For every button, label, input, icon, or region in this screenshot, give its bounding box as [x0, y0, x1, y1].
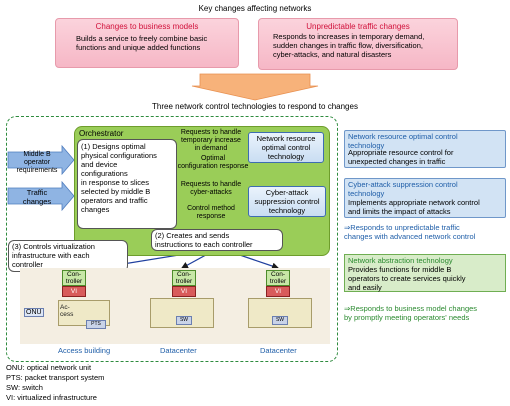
note-traffic: ⇒Responds to unpredictable traffic chang…	[344, 223, 476, 241]
onu-label: ONU	[24, 308, 44, 317]
side-abstraction: Network abstraction technology Provides …	[344, 254, 506, 292]
legend-sw: SW: switch	[6, 383, 43, 392]
vi-dc2: VI	[266, 286, 290, 297]
step3-box: (3) Controls virtualization infrastructu…	[8, 240, 128, 272]
changes-business-box: Changes to business models Builds a serv…	[55, 18, 239, 68]
request-temporary-demand: Requests to handle temporary increase in…	[180, 129, 242, 152]
tech-resource-box: Network resource optimal control technol…	[248, 132, 324, 163]
side-cyber: Cyber-attack suppression control technol…	[344, 178, 506, 218]
side-cyber-title: Cyber-attack suppression control technol…	[348, 180, 458, 198]
vi-dc1: VI	[172, 286, 196, 297]
pts-label: PTS	[86, 320, 106, 329]
changes-business-body: Builds a service to freely combine basic…	[76, 34, 208, 52]
controller-access: Con- troller	[62, 270, 86, 286]
page-title: Key changes affecting networks	[198, 4, 312, 13]
changes-traffic-box: Unpredictable traffic changes Responds t…	[258, 18, 458, 70]
input-arrow-traffic	[7, 180, 75, 212]
legend-pts: PTS: packet transport system	[6, 373, 105, 382]
changes-business-title: Changes to business models	[95, 22, 199, 31]
controller-dc2: Con- troller	[266, 270, 290, 286]
changes-traffic-body: Responds to increases in temporary deman…	[273, 32, 425, 59]
input-middle-b-label: Middle B operator requirements	[16, 151, 58, 174]
switch-dc2: SW	[272, 316, 288, 325]
site-label-access: Access building	[58, 346, 111, 355]
legend-vi: VI: virtualized infrastructure	[6, 393, 97, 402]
control-method-response: Control method response	[187, 205, 235, 220]
side-resource-title: Network resource optimal control technol…	[348, 132, 458, 150]
vi-access: VI	[62, 286, 86, 297]
orchestrator-step1: (1) Designs optimal physical configurati…	[77, 139, 177, 229]
side-resource-body: Appropriate resource control for unexpec…	[348, 148, 454, 166]
side-abstraction-body: Provides functions for middle B operator…	[348, 265, 466, 292]
access-host	[58, 300, 110, 326]
section-title: Three network control technologies to re…	[152, 102, 358, 111]
access-label: Ac- cess	[60, 304, 74, 318]
side-resource: Network resource optimal control technol…	[344, 130, 506, 168]
site-label-dc1: Datacenter	[160, 346, 197, 355]
switch-dc1: SW	[176, 316, 192, 325]
changes-traffic-title: Unpredictable traffic changes	[306, 22, 410, 31]
flow-down-arrow	[191, 73, 319, 101]
legend-onu: ONU: optical network unit	[6, 363, 92, 372]
request-cyber-attacks: Requests to handle cyber-attacks	[180, 181, 242, 196]
system-boundary	[6, 116, 338, 362]
tech-cyber-box: Cyber-attack suppression control technol…	[248, 186, 326, 217]
site-label-dc2: Datacenter	[260, 346, 297, 355]
controller-dc1: Con- troller	[172, 270, 196, 286]
side-cyber-body: Implements appropriate network control a…	[348, 198, 480, 216]
orchestrator-step2: (2) Creates and sends instructions to ea…	[151, 229, 283, 251]
note-business: ⇒Responds to business model changes by p…	[344, 304, 478, 322]
orchestrator-title: Orchestrator	[79, 129, 124, 138]
input-arrow-middle-b	[7, 144, 75, 176]
optimal-config-response: Optimal configuration response	[177, 155, 249, 170]
side-abstraction-title: Network abstraction technology	[348, 256, 453, 265]
input-traffic-label: Traffic changes	[22, 188, 52, 206]
